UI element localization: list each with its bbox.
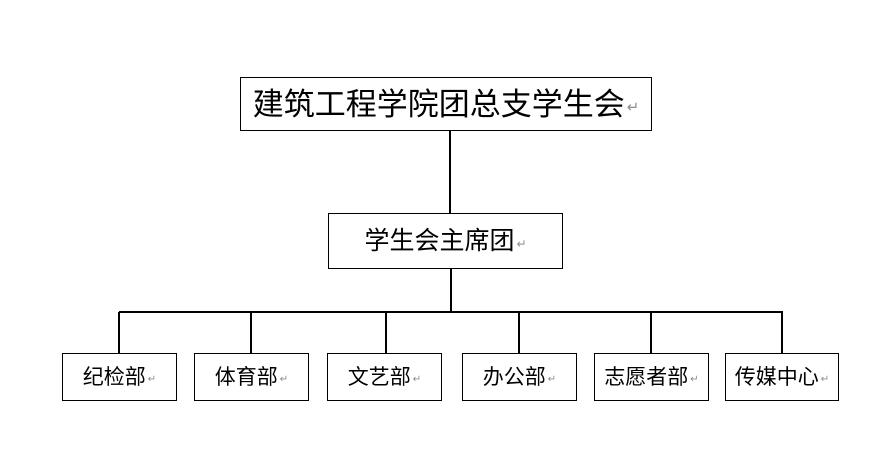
connector-root-vertical (449, 131, 451, 213)
paragraph-mark-icon: ↵ (147, 373, 157, 385)
paragraph-mark-icon: ↵ (690, 373, 699, 385)
connector-stub (385, 312, 387, 353)
org-node-department-label: 文艺部 (347, 364, 411, 389)
connector-stub (650, 312, 652, 353)
org-node-presidium-label: 学生会主席团 (364, 227, 515, 255)
connector-stub (518, 312, 520, 353)
paragraph-mark-icon: ↵ (626, 97, 640, 116)
org-node-department-label: 体育部 (214, 364, 278, 389)
org-node-presidium: 学生会主席团 ↵ (328, 213, 563, 269)
org-node-department: 传媒中心 ↵ (725, 353, 839, 401)
connector-stub (250, 312, 252, 353)
org-node-department-label: 纪检部 (82, 364, 146, 389)
org-node-department-label: 传媒中心 (734, 364, 819, 389)
org-node-root: 建筑工程学院团总支学生会 ↵ (240, 77, 652, 131)
paragraph-mark-icon: ↵ (516, 237, 527, 251)
paragraph-mark-icon: ↵ (820, 373, 830, 385)
paragraph-mark-icon: ↵ (412, 373, 422, 385)
connector-presidium-vertical (450, 269, 452, 312)
org-node-department: 文艺部 ↵ (327, 353, 442, 401)
org-node-department-label: 志愿者部 (604, 364, 689, 389)
paragraph-mark-icon: ↵ (547, 373, 557, 385)
org-node-department-label: 办公部 (482, 364, 546, 389)
org-node-department: 办公部 ↵ (462, 353, 577, 401)
org-node-department: 体育部 ↵ (194, 353, 309, 401)
connector-stub (118, 312, 120, 353)
org-node-department: 志愿者部 ↵ (594, 353, 709, 401)
connector-stub (781, 312, 783, 353)
org-node-department: 纪检部 ↵ (62, 353, 177, 401)
connector-horizontal-rail (119, 311, 783, 313)
paragraph-mark-icon: ↵ (279, 373, 289, 385)
org-node-root-label: 建筑工程学院团总支学生会 (252, 86, 625, 122)
